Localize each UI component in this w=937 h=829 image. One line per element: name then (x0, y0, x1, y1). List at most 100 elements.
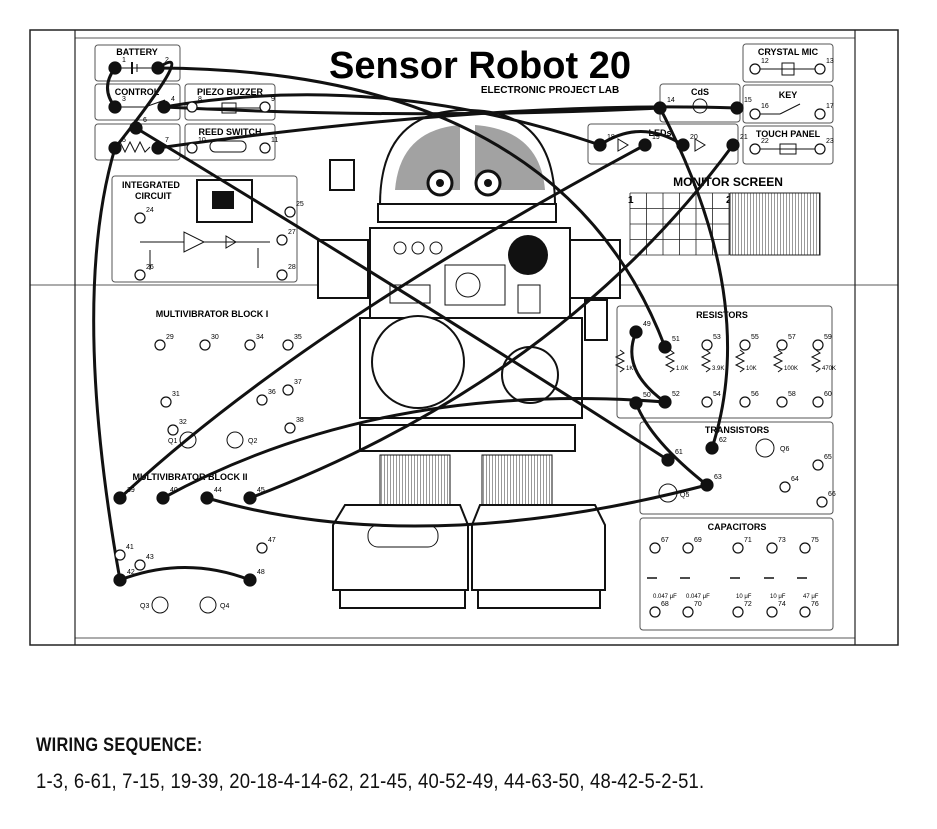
terminal-47[interactable] (256, 542, 268, 554)
terminal-48[interactable] (243, 573, 257, 587)
terminal-65[interactable] (812, 459, 824, 471)
terminal-41[interactable] (114, 549, 126, 561)
terminal-37[interactable] (282, 384, 294, 396)
terminal-30[interactable] (199, 339, 211, 351)
terminal-44[interactable] (200, 491, 214, 505)
terminal-15[interactable] (730, 101, 744, 115)
terminal-label-64: 64 (791, 476, 799, 483)
terminal-68[interactable] (649, 606, 661, 618)
terminal-1[interactable] (108, 61, 122, 75)
robot-illustration (317, 108, 621, 609)
terminal-label-56: 56 (751, 391, 759, 398)
terminal-29[interactable] (154, 339, 166, 351)
terminal-62[interactable] (705, 441, 719, 455)
terminal-63[interactable] (700, 478, 714, 492)
capacitor-value: 0.047 μF (653, 594, 677, 600)
terminal-56[interactable] (739, 396, 751, 408)
terminal-12[interactable] (749, 63, 761, 75)
resistor-symbol (772, 349, 784, 373)
terminal-36[interactable] (256, 394, 268, 406)
transistors-panel: TRANSISTORS Q6 Q5 (639, 421, 834, 515)
terminal-label-55: 55 (751, 334, 759, 341)
terminal-34[interactable] (244, 339, 256, 351)
key-label: KEY (779, 90, 798, 100)
terminal-52[interactable] (658, 395, 672, 409)
terminal-73[interactable] (766, 542, 778, 554)
terminal-38[interactable] (284, 422, 296, 434)
terminal-32[interactable] (167, 424, 179, 436)
terminal-label-1: 1 (122, 57, 126, 64)
terminal-20[interactable] (676, 138, 690, 152)
terminal-58[interactable] (776, 396, 788, 408)
terminal-label-27: 27 (288, 229, 296, 236)
terminal-72[interactable] (732, 606, 744, 618)
terminal-23[interactable] (814, 143, 826, 155)
terminal-27[interactable] (276, 234, 288, 246)
terminal-67[interactable] (649, 542, 661, 554)
terminal-60[interactable] (812, 396, 824, 408)
terminal-10[interactable] (186, 142, 198, 154)
terminal-70[interactable] (682, 606, 694, 618)
mv1-label: MULTIVIBRATOR BLOCK I (156, 309, 269, 319)
terminal-label-8: 8 (198, 96, 202, 103)
terminal-2[interactable] (151, 61, 165, 75)
terminal-11[interactable] (259, 142, 271, 154)
terminal-label-52: 52 (672, 391, 680, 398)
terminal-35[interactable] (282, 339, 294, 351)
terminal-75[interactable] (799, 542, 811, 554)
terminal-50[interactable] (629, 396, 643, 410)
terminal-59[interactable] (812, 339, 824, 351)
terminal-14[interactable] (653, 101, 667, 115)
terminal-49[interactable] (629, 325, 643, 339)
terminal-64[interactable] (779, 481, 791, 493)
terminal-21[interactable] (726, 138, 740, 152)
terminal-24[interactable] (134, 212, 146, 224)
terminal-31[interactable] (160, 396, 172, 408)
terminal-71[interactable] (732, 542, 744, 554)
terminal-label-36: 36 (268, 389, 276, 396)
terminal-label-68: 68 (661, 601, 669, 608)
terminal-57[interactable] (776, 339, 788, 351)
terminal-16[interactable] (749, 108, 761, 120)
terminal-6[interactable] (129, 121, 143, 135)
terminal-53[interactable] (701, 339, 713, 351)
terminal-9[interactable] (259, 101, 271, 113)
terminal-69[interactable] (682, 542, 694, 554)
terminal-7[interactable] (151, 141, 165, 155)
terminal-74[interactable] (766, 606, 778, 618)
terminal-42[interactable] (113, 573, 127, 587)
terminal-55[interactable] (739, 339, 751, 351)
terminal-26[interactable] (134, 269, 146, 281)
terminal-76[interactable] (799, 606, 811, 618)
terminal-51[interactable] (658, 340, 672, 354)
terminal-4[interactable] (157, 100, 171, 114)
board-subtitle: ELECTRONIC PROJECT LAB (481, 85, 619, 96)
terminal-39[interactable] (113, 491, 127, 505)
terminal-66[interactable] (816, 496, 828, 508)
reed-panel: REED SWITCH (184, 123, 276, 161)
wire-48-42 (118, 566, 252, 582)
terminal-61[interactable] (661, 453, 675, 467)
terminal-54[interactable] (701, 396, 713, 408)
terminal-label-31: 31 (172, 391, 180, 398)
terminal-45[interactable] (243, 491, 257, 505)
terminal-40[interactable] (156, 491, 170, 505)
terminal-label-38: 38 (296, 417, 304, 424)
terminal-18[interactable] (593, 138, 607, 152)
terminal-5[interactable] (108, 141, 122, 155)
crystal-mic-panel: CRYSTAL MIC (742, 43, 834, 83)
terminal-22[interactable] (749, 143, 761, 155)
terminal-28[interactable] (276, 269, 288, 281)
terminal-19[interactable] (638, 138, 652, 152)
terminal-17[interactable] (814, 108, 826, 120)
terminal-8[interactable] (186, 101, 198, 113)
terminal-25[interactable] (284, 206, 296, 218)
transistors-label: TRANSISTORS (705, 425, 769, 435)
terminal-13[interactable] (814, 63, 826, 75)
touch-panel: TOUCH PANEL (742, 125, 834, 165)
terminal-43[interactable] (134, 559, 146, 571)
terminal-label-25: 25 (296, 201, 304, 208)
ic-label-1: INTEGRATED (122, 180, 180, 190)
terminal-label-58: 58 (788, 391, 796, 398)
terminal-3[interactable] (108, 100, 122, 114)
